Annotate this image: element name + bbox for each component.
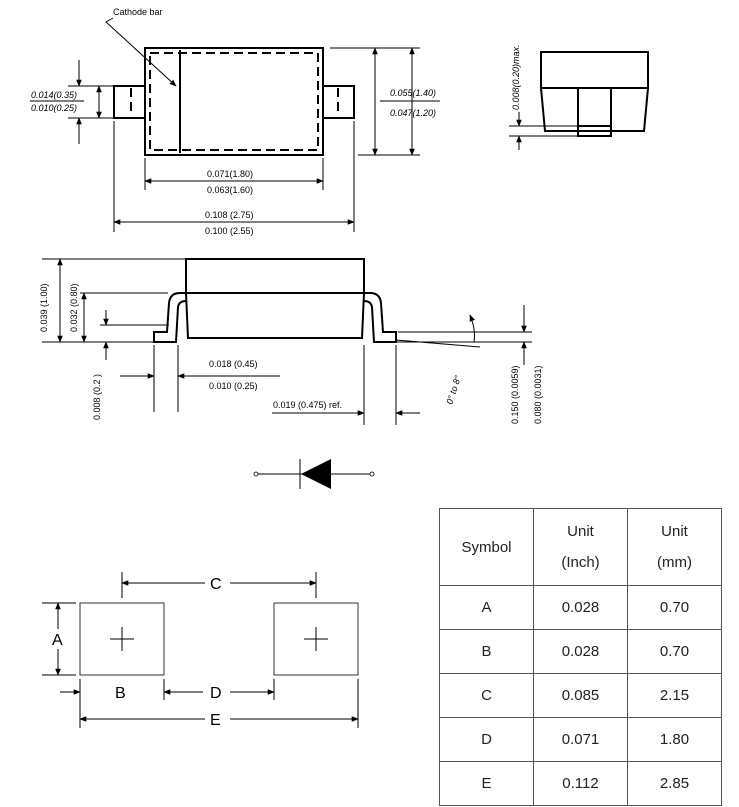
foot-length-max: 0.018 (0.45)	[209, 359, 258, 369]
cell-symbol: A	[439, 585, 534, 630]
table-row: B 0.028 0.70	[439, 629, 722, 674]
body-width-max: 0.071(1.80)	[207, 169, 253, 179]
table-row: E 0.112 2.85	[439, 761, 722, 806]
cell-inch: 0.028	[533, 585, 628, 630]
side-height-min: 0.032 (0.80)	[69, 283, 79, 332]
cell-mm: 0.70	[627, 585, 722, 630]
foot-length-min: 0.010 (0.25)	[209, 381, 258, 391]
side-height-max: 0.039 (1.00)	[39, 283, 49, 332]
cathode-bar-label: Cathode bar	[113, 7, 163, 17]
lead-height-min: 0.010(0.25)	[31, 103, 77, 113]
table-row: A 0.028 0.70	[439, 585, 722, 630]
table-row: D 0.071 1.80	[439, 717, 722, 762]
footprint-label-c: C	[210, 576, 222, 593]
cell-symbol: D	[439, 717, 534, 762]
cell-inch: 0.028	[533, 629, 628, 674]
dimension-table: Symbol Unit(Inch) Unit(mm) A 0.028 0.70 …	[439, 508, 722, 806]
standoff-max: 0.008(0.20)max.	[511, 44, 521, 110]
top-lead-right	[322, 85, 355, 119]
cell-mm: 1.80	[627, 717, 722, 762]
end-lead	[577, 88, 612, 127]
cell-inch: 0.112	[533, 761, 628, 806]
cell-symbol: B	[439, 629, 534, 674]
footprint-diagram: C A B D E	[42, 572, 359, 729]
total-width-min: 0.100 (2.55)	[205, 226, 254, 236]
body-width-min: 0.063(1.60)	[207, 185, 253, 195]
side-view: 0.039 (1.00) 0.032 (0.80) 0.008 (0.2 ) 0…	[39, 258, 543, 425]
pad-right	[273, 602, 359, 676]
total-width-max: 0.108 (2.75)	[205, 210, 254, 220]
diode-symbol	[253, 459, 375, 489]
lead-rise: 0.008 (0.2 )	[92, 374, 102, 420]
header-symbol: Symbol	[439, 508, 534, 586]
lead-height-max: 0.014(0.35)	[31, 90, 77, 100]
cell-symbol: E	[439, 761, 534, 806]
body-height-min: 0.047(1.20)	[390, 108, 436, 118]
top-body-inner-dashed	[149, 52, 319, 151]
cell-mm: 0.70	[627, 629, 722, 674]
footprint-label-d: D	[210, 685, 222, 702]
cell-symbol: C	[439, 673, 534, 718]
cell-inch: 0.071	[533, 717, 628, 762]
footprint-label-e: E	[210, 712, 221, 729]
cathode-leader	[105, 17, 177, 87]
lead-thickness-max: 0.150 (0.0059)	[510, 365, 520, 424]
table-header-row: Symbol Unit(Inch) Unit(mm)	[439, 508, 722, 586]
lead-angle: 0° to 8°	[444, 374, 463, 406]
body-height-max: 0.055(1.40)	[390, 88, 436, 98]
side-lead-right	[363, 292, 397, 343]
cell-mm: 2.15	[627, 673, 722, 718]
top-body-outline	[144, 47, 324, 156]
end-body-bottom	[540, 87, 649, 132]
footprint-label-a: A	[52, 632, 63, 649]
cell-mm: 2.85	[627, 761, 722, 806]
footprint-label-b: B	[115, 685, 126, 702]
pad-left	[79, 602, 165, 676]
header-unit-mm: Unit(mm)	[627, 508, 722, 586]
lead-thickness-min: 0.080 (0.0031)	[533, 365, 543, 424]
side-body-bottom	[185, 292, 365, 339]
side-lead-left	[153, 292, 187, 343]
end-body-top	[540, 51, 649, 89]
ref-length: 0.019 (0.475) ref.	[273, 400, 342, 410]
side-body-top	[185, 258, 365, 294]
end-view: 0.008(0.20)max.	[509, 44, 649, 150]
cell-inch: 0.085	[533, 673, 628, 718]
top-lead-left	[113, 85, 146, 119]
table-row: C 0.085 2.15	[439, 673, 722, 718]
header-unit-inch: Unit(Inch)	[533, 508, 628, 586]
top-view: Cathode bar 0.014(0.35) 0.010(0.25) 0.05…	[30, 7, 440, 236]
